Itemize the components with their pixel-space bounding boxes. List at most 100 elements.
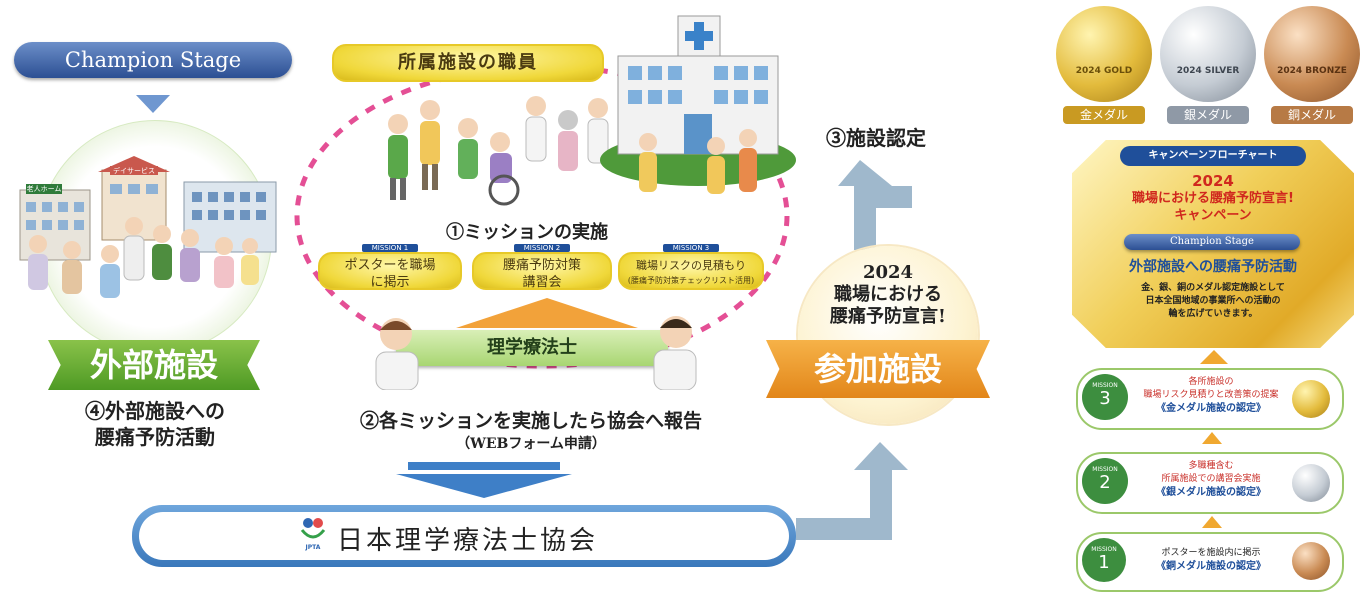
day-service-sign: デイサービス xyxy=(113,167,155,175)
medal-bronze: 2024 BRONZE 銅メダル xyxy=(1262,6,1362,136)
participant-line3: 腰痛予防宣言! xyxy=(830,306,946,327)
gold-medal-icon: 2024 GOLD xyxy=(1056,6,1152,102)
medal-face-text: 2024 GOLD xyxy=(1075,66,1133,76)
mission-line1: 腰痛予防対策 xyxy=(502,258,581,273)
gold-medal-icon xyxy=(1292,380,1330,418)
arrow-up-icon xyxy=(456,298,638,328)
flowchart-header-label: キャンペーンフローチャート xyxy=(1148,150,1278,161)
hospital-illustration xyxy=(600,15,796,194)
silver-medal-icon xyxy=(1292,464,1330,502)
flowchart-stage-label: Champion Stage xyxy=(1170,236,1254,247)
mission-text: 各所施設の 職場リスク見積りと改善策の提案 《金メダル施設の認定》 xyxy=(1134,376,1288,415)
jpta-logo-text: JPTA xyxy=(305,544,321,551)
medal-face-text: 2024 BRONZE xyxy=(1277,66,1347,76)
flowchart-activity: 外部施設への腰痛予防活動 xyxy=(1129,259,1297,275)
flowchart-description: 金、銀、銅のメダル認定施設として 日本全国地域の事業所への活動の 輪を広げていき… xyxy=(1096,282,1330,321)
mission-line1: ポスターを施設内に掲示 xyxy=(1161,548,1261,558)
medal-label: 銀メダル xyxy=(1167,106,1249,124)
external-activity-caption: ④外部施設への 腰痛予防活動 xyxy=(24,398,286,450)
report-caption: ②各ミッションを実施したら協会へ報告 （WEBフォーム申請） xyxy=(296,406,766,453)
mission-cert: 《金メダル施設の認定》 xyxy=(1156,403,1266,414)
mission-tag: MISSION 3 xyxy=(663,244,719,252)
mission-item: MISSION 1 ポスターを職場 に掲示 xyxy=(318,244,462,290)
mission-line1: 多職種含む xyxy=(1188,461,1234,471)
mission-badge: MISSION 3 xyxy=(1082,374,1128,420)
silver-medal-icon: 2024 SILVER xyxy=(1160,6,1256,102)
mission-badge-tag: MISSION xyxy=(1092,382,1118,389)
mission-item: MISSION 2 腰痛予防対策 講習会 xyxy=(472,244,612,290)
participant-year: 2024 xyxy=(862,262,914,283)
mission-item: MISSION 3 職場リスクの見積もり (腰痛予防対策チェックリスト活用) xyxy=(618,244,764,290)
mission-title: ①ミッションの実施 xyxy=(446,222,608,243)
medal-label: 銅メダル xyxy=(1271,106,1353,124)
external-facility-illustration xyxy=(19,156,277,298)
flowchart-desc-line2: 日本全国地域の事業所への活動の xyxy=(1145,296,1281,306)
external-facility-ribbon: 外部施設 xyxy=(48,340,260,390)
medal-silver: 2024 SILVER 銀メダル xyxy=(1158,6,1258,136)
mission-tag: MISSION 1 xyxy=(362,244,418,252)
staff-illustration xyxy=(388,96,609,206)
arrow-down-blue-icon xyxy=(396,462,572,498)
staff-label: 所属施設の職員 xyxy=(398,52,538,73)
mission-badge-tag: MISSION xyxy=(1091,546,1117,553)
champion-stage-label: Champion Stage xyxy=(64,48,242,72)
participant-ribbon: 参加施設 xyxy=(766,340,990,398)
mission-badge-num: 2 xyxy=(1099,472,1111,493)
mission-badge-num: 3 xyxy=(1099,388,1111,409)
external-caption-line2: 腰痛予防活動 xyxy=(95,425,215,449)
flowchart-mission-3: MISSION 3 各所施設の 職場リスク見積りと改善策の提案 《金メダル施設の… xyxy=(1076,368,1344,430)
mission-badge: MISSION 1 xyxy=(1082,538,1126,582)
flowchart-stage-pill: Champion Stage xyxy=(1124,234,1300,250)
certification-caption: ③施設認定 xyxy=(826,126,926,150)
mission-line1: ポスターを職場 xyxy=(344,258,436,273)
arrow-up-gray-icon xyxy=(838,160,912,250)
arrow-up-curved-icon xyxy=(796,442,908,540)
flowchart-mission-2: MISSION 2 多職種含む 所属施設での講習会実施 《銀メダル施設の認定》 xyxy=(1076,452,1344,514)
flowchart-year: 2024 xyxy=(1192,172,1234,190)
pt-label: 理学療法士 xyxy=(487,337,577,358)
staff-label-pill: 所属施設の職員 xyxy=(332,44,604,82)
mission-badge-num: 1 xyxy=(1098,552,1110,573)
mission-pill: 腰痛予防対策 講習会 xyxy=(472,252,612,290)
champion-stage-banner: Champion Stage xyxy=(14,42,292,78)
mission-badge: MISSION 2 xyxy=(1082,458,1128,504)
medal-gold: 2024 GOLD 金メダル xyxy=(1054,6,1154,136)
mission-line1: 職場リスクの見積もり xyxy=(636,259,746,272)
flowchart-header: キャンペーンフローチャート xyxy=(1120,146,1306,166)
flowchart-desc-line1: 金、銀、銅のメダル認定施設として xyxy=(1141,283,1285,293)
medal-label: 金メダル xyxy=(1063,106,1145,124)
mission-pill: ポスターを職場 に掲示 xyxy=(318,252,462,290)
jpta-bar: JPTA 日本理学療法士協会 xyxy=(132,505,796,567)
mission-line2: (腰痛予防対策チェックリスト活用) xyxy=(627,276,755,285)
flowchart-title-line1: 職場における腰痛予防宣言! xyxy=(1132,191,1294,206)
mission-cert: 《銀メダル施設の認定》 xyxy=(1156,487,1266,498)
mission-line2: に掲示 xyxy=(370,275,410,290)
report-line1: ②各ミッションを実施したら協会へ報告 xyxy=(359,410,702,432)
medal-face-text: 2024 SILVER xyxy=(1176,66,1240,76)
flowchart-mission-1: MISSION 1 ポスターを施設内に掲示 《銅メダル施設の認定》 xyxy=(1076,532,1344,592)
jpta-bar-inner: JPTA 日本理学療法士協会 xyxy=(139,512,789,560)
mission-tag: MISSION 2 xyxy=(514,244,570,252)
mission-text: ポスターを施設内に掲示 《銅メダル施設の認定》 xyxy=(1134,546,1288,574)
jpta-name: 日本理学療法士協会 xyxy=(337,526,599,556)
pt-bar: 理学療法士 xyxy=(396,330,668,366)
external-caption-line1: ④外部施設への xyxy=(85,399,225,423)
mission-pill: 職場リスクの見積もり (腰痛予防対策チェックリスト活用) xyxy=(618,252,764,290)
participant-declaration: 2024 職場における 腰痛予防宣言! xyxy=(808,262,968,328)
physical-therapist-illustration xyxy=(375,316,697,390)
flow-arrow-up-icon xyxy=(1202,432,1222,444)
participant-label: 参加施設 xyxy=(813,350,942,388)
arrow-down-icon xyxy=(136,95,170,113)
flowchart-title-line2: キャンペーン xyxy=(1174,208,1252,223)
mission-line1: 各所施設の xyxy=(1188,377,1234,387)
bronze-medal-icon xyxy=(1292,542,1330,580)
mission-text: 多職種含む 所属施設での講習会実施 《銀メダル施設の認定》 xyxy=(1134,460,1288,499)
flowchart-desc-line3: 輪を広げていきます。 xyxy=(1168,309,1258,319)
participant-line2: 職場における xyxy=(834,284,942,305)
flowchart-title: 2024 職場における腰痛予防宣言! キャンペーン xyxy=(1082,172,1344,224)
jpta-logo-icon xyxy=(300,518,326,539)
mission-cert: 《銅メダル施設の認定》 xyxy=(1156,561,1266,572)
mission-line2: 講習会 xyxy=(522,275,562,290)
mission-line2: 職場リスク見積りと改善策の提案 xyxy=(1143,390,1279,400)
external-facility-label: 外部施設 xyxy=(89,346,218,384)
